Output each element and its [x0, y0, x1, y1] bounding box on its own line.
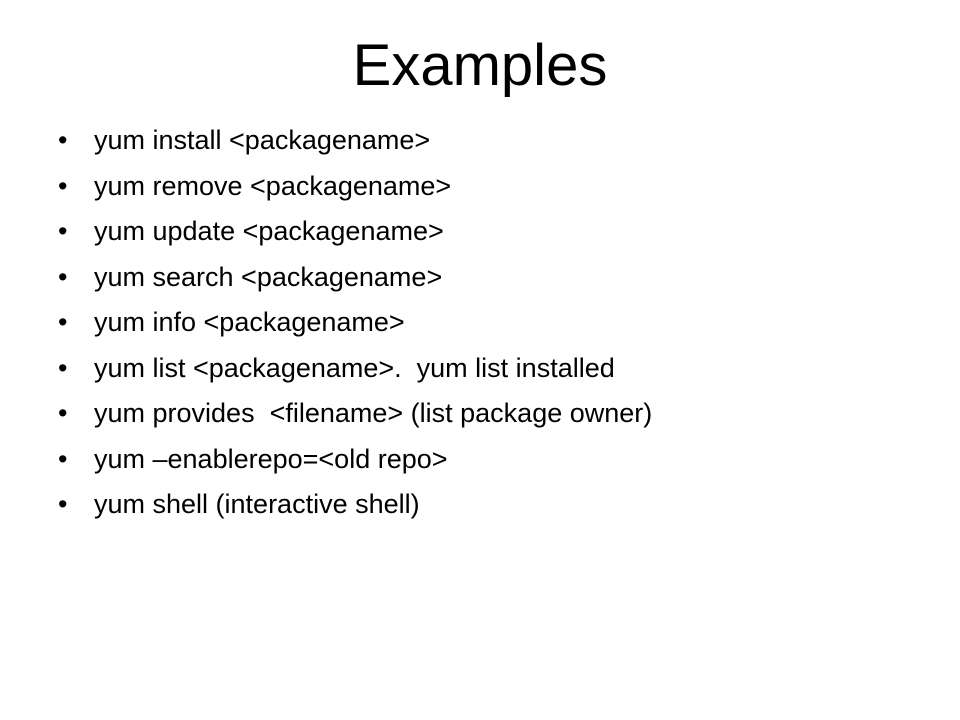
- list-item: • yum search <packagename>: [58, 255, 918, 301]
- list-item: • yum install <packagename>: [58, 118, 918, 164]
- bullet-icon: •: [58, 216, 68, 246]
- list-item: • yum provides <filename> (list package …: [58, 391, 918, 437]
- list-item: • yum remove <packagename>: [58, 164, 918, 210]
- bullet-icon: •: [58, 170, 68, 201]
- bullet-icon: •: [58, 307, 68, 337]
- bullet-text: yum remove <packagename>: [94, 170, 452, 201]
- bullet-text: yum list <packagename>. yum list install…: [94, 352, 615, 383]
- bullet-icon: •: [58, 398, 68, 428]
- bullet-text: yum search <packagename>: [94, 261, 443, 292]
- list-item: • yum –enablerepo=<old repo>: [58, 437, 918, 483]
- bullet-list: • yum install <packagename> • yum remove…: [58, 118, 918, 528]
- bullet-text: yum update <packagename>: [94, 216, 444, 246]
- bullet-icon: •: [58, 125, 68, 155]
- bullet-text: yum provides <filename> (list package ow…: [94, 398, 653, 428]
- bullet-text: yum info <packagename>: [94, 307, 405, 337]
- list-item: • yum info <packagename>: [58, 300, 918, 346]
- bullet-icon: •: [58, 489, 68, 519]
- bullet-icon: •: [58, 261, 68, 292]
- bullet-text: yum shell (interactive shell): [94, 489, 420, 519]
- bullet-icon: •: [58, 352, 68, 383]
- list-item: • yum shell (interactive shell): [58, 482, 918, 528]
- list-item: • yum list <packagename>. yum list insta…: [58, 346, 918, 392]
- bullet-text: yum –enablerepo=<old repo>: [94, 443, 448, 474]
- bullet-icon: •: [58, 443, 68, 474]
- bullet-text: yum install <packagename>: [94, 125, 431, 155]
- slide-title: Examples: [352, 33, 608, 98]
- list-item: • yum update <packagename>: [58, 209, 918, 255]
